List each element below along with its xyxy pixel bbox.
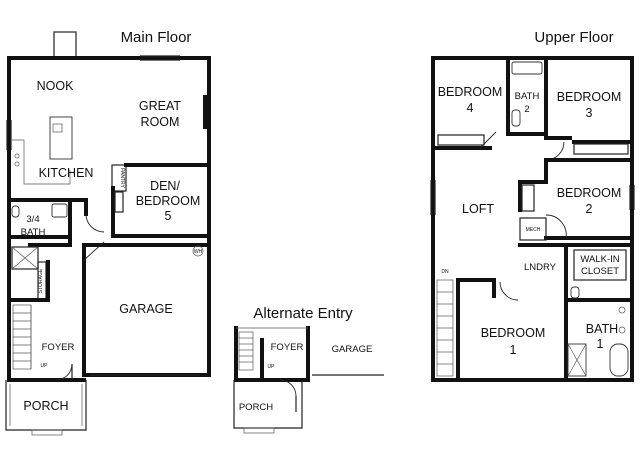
entry-door-swing [55,363,73,381]
bathtub-icon [609,343,629,377]
alt-garage-label: GARAGE [332,344,373,355]
bath-label-2: BATH [21,227,46,238]
bed1-walls [456,278,496,382]
pantry-box [111,164,127,192]
den-label-2: BEDROOM [136,194,201,208]
upper-floor-title: Upper Floor [534,29,613,46]
storage-cabinet [11,246,39,270]
water-heater-icon [192,245,204,257]
cooktop-icon [14,161,20,167]
main-stairs [12,304,32,370]
great-room-label-2: ROOM [141,115,180,129]
walkin-label-1: WALK-IN [580,254,619,265]
alternate-entry-title: Alternate Entry [253,305,353,322]
alt-entry-walls [234,326,310,382]
water-heater-label: WH [194,249,203,255]
den-closet [114,191,124,213]
vanity-icon [511,109,521,127]
bed2-closet [521,184,535,212]
bed3-label-1: BEDROOM [557,90,622,104]
door-swing [85,213,105,233]
bed4-door [479,131,497,149]
kitchen-label: KITCHEN [39,166,94,180]
storage-label: STORAGE [38,268,44,293]
alternate-entry-plan: FOYER UP GARAGE PORCH [233,326,384,434]
mech-room [519,217,547,241]
great-room-label-1: GREAT [139,99,181,113]
pantry-label: PANTRY [119,168,125,188]
sink-icon [618,306,626,314]
den-label-1: DEN/ [150,179,180,193]
bed2-label-2: 2 [586,202,593,216]
mech-label: MECH [526,227,541,233]
loft-label: LOFT [462,202,494,216]
toilet-icon [11,205,20,218]
bed4-label-2: 4 [467,101,474,115]
bed2-wall [518,158,548,184]
lndry-label: LNDRY [524,262,557,273]
alt-stairs [238,331,254,371]
up-label: UP [41,363,49,369]
toilet-icon [570,286,580,299]
garage-door-swing [83,241,105,261]
upper-floor-plan: MECH DN BED [430,56,635,382]
hall-wall [28,235,72,247]
walkin-closet-box [573,249,627,281]
dn-label: DN [441,269,449,275]
bed1-label-2: 1 [510,343,517,357]
upper-exterior-wall [431,56,634,382]
chimney [53,31,77,59]
bathtub-icon [511,61,543,75]
bath1-label-1: BATH [586,322,618,336]
upper-stairs [436,279,454,377]
alt-foyer-label: FOYER [271,342,304,353]
kitchen-counter [12,139,71,185]
walkin-label-2: CLOSET [581,266,619,277]
den-label-3: 5 [165,209,172,223]
nook-label: NOOK [37,79,74,93]
bath1-label-2: 1 [597,337,604,351]
sink-icon [618,326,626,334]
stair-box [238,331,254,371]
porch-step [31,429,63,436]
vanity-icon [51,203,68,218]
bed2-label-1: BEDROOM [557,186,622,200]
cabinet-x [11,246,39,270]
bath-label-1: 3/4 [26,214,39,225]
sink-icon [52,123,63,133]
bed4-closet [437,134,485,146]
alt-up-label: UP [268,364,276,370]
den-wall [111,186,211,238]
bed4-label-1: BEDROOM [438,85,503,99]
bath2-label-1: BATH [515,91,540,102]
alt-porch-label: PORCH [239,402,273,413]
laundry-door [499,281,519,301]
main-floor-title: Main Floor [121,29,192,46]
foyer-label: FOYER [42,342,75,353]
hall-wall [68,198,88,216]
bed1-label-1: BEDROOM [481,326,546,340]
bath2-label-2: 2 [524,104,529,115]
shower-x [567,343,587,377]
bed2-door [545,214,567,239]
bed3-door [545,141,565,161]
porch-label: PORCH [23,399,68,413]
alt-door-swing [279,379,297,397]
fireplace [203,95,209,129]
bath-walls [7,198,72,239]
alt-porch-step [243,427,275,434]
cooktop-icon [14,153,20,159]
bed3-closet [573,143,629,155]
main-floor-plan: PANTRY STORAGE WH [5,31,211,436]
kitchen-island [49,116,73,160]
bed3-label-2: 3 [586,106,593,120]
garage-label: GARAGE [119,302,173,316]
